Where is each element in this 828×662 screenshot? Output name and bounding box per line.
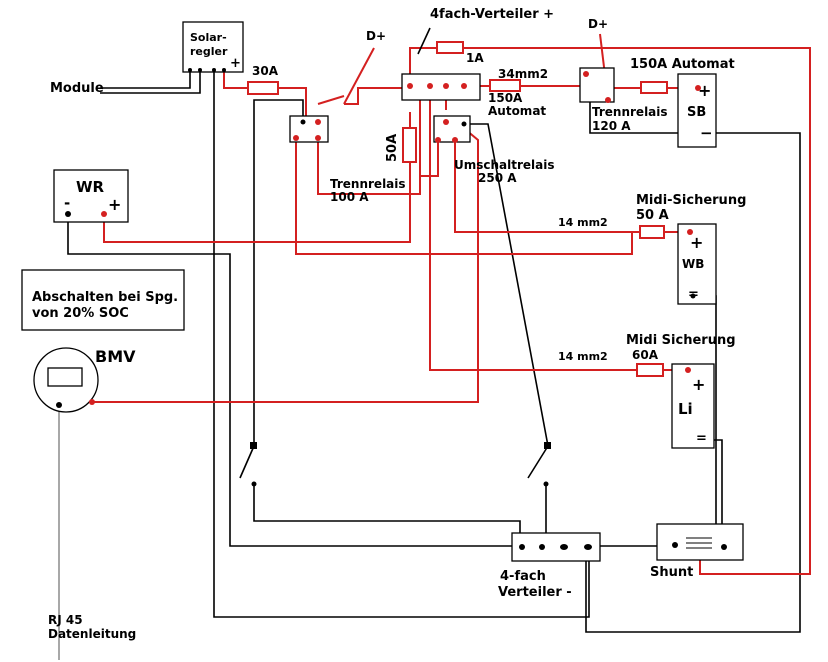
svg-text:120 A: 120 A xyxy=(592,119,631,133)
svg-text:14 mm2: 14 mm2 xyxy=(558,350,608,363)
inverter-wr: WR - + xyxy=(53,169,129,223)
svg-text:34mm2: 34mm2 xyxy=(498,67,548,81)
svg-text:WR: WR xyxy=(76,178,105,196)
d-plus-label-1: D+ xyxy=(366,29,386,43)
svg-text:Midi-Sicherung: Midi-Sicherung xyxy=(636,193,746,208)
d-plus-label-2: D+ xyxy=(588,17,608,31)
svg-text:regler: regler xyxy=(190,45,228,58)
svg-text:1A: 1A xyxy=(466,51,484,65)
svg-text:von 20% SOC: von 20% SOC xyxy=(32,306,129,321)
distribution-block-minus: 4-fach Verteiler - xyxy=(498,532,601,600)
solar-regulator: Solar- regler + xyxy=(182,21,244,73)
svg-text:+: + xyxy=(690,233,703,252)
svg-text:Midi Sicherung: Midi Sicherung xyxy=(626,333,736,348)
svg-text:50A: 50A xyxy=(385,134,400,162)
svg-text:+: + xyxy=(692,375,705,394)
svg-text:100 A: 100 A xyxy=(330,190,369,204)
svg-text:30A: 30A xyxy=(252,64,279,78)
svg-text:Abschalten bei Spg.: Abschalten bei Spg. xyxy=(32,290,178,305)
data-line-label: Datenleitung xyxy=(48,627,136,641)
svg-text:Li: Li xyxy=(678,400,693,418)
svg-text:SB: SB xyxy=(687,105,706,120)
svg-text:250 A: 250 A xyxy=(478,171,517,185)
shunt: Shunt xyxy=(650,523,744,580)
fuse-50a: 50A xyxy=(385,127,417,163)
svg-text:-: - xyxy=(64,194,70,212)
svg-text:+: + xyxy=(108,195,121,214)
rj45-label: RJ 45 xyxy=(48,613,83,627)
svg-text:−: − xyxy=(700,124,713,142)
svg-text:Automat: Automat xyxy=(488,104,546,118)
svg-text:4fach-Verteiler +: 4fach-Verteiler + xyxy=(430,7,554,22)
changeover-relay-250a: Umschaltrelais 250 A xyxy=(433,115,555,185)
fuse-30a: 30A xyxy=(247,64,279,95)
breaker-150a-1: 34mm2 150A Automat xyxy=(488,67,548,118)
breaker-150a-2: 150A Automat xyxy=(630,57,735,94)
bmv-monitor: BMV xyxy=(33,347,136,413)
svg-text:4-fach: 4-fach xyxy=(500,569,546,584)
battery-li: + Li = xyxy=(671,363,715,449)
svg-text:=: = xyxy=(696,431,707,446)
svg-text:60A: 60A xyxy=(632,348,659,362)
battery-wb: + WB = xyxy=(677,223,717,305)
svg-text:BMV: BMV xyxy=(95,347,136,366)
distribution-block-plus: 4fach-Verteiler + xyxy=(401,7,554,101)
svg-text:Solar-: Solar- xyxy=(190,31,227,44)
svg-text:14 mm2: 14 mm2 xyxy=(558,216,608,229)
module-label: Module xyxy=(50,81,104,96)
svg-text:Shunt: Shunt xyxy=(650,565,693,580)
svg-text:150A: 150A xyxy=(488,91,523,105)
svg-text:+: + xyxy=(698,81,711,100)
note-box: Abschalten bei Spg. von 20% SOC xyxy=(21,269,185,331)
isolation-relay-120a: Trennrelais 120 A xyxy=(579,67,668,133)
svg-text:Trennrelais: Trennrelais xyxy=(592,105,668,119)
isolation-relay-100a: Trennrelais 100 A xyxy=(289,115,406,204)
svg-text:WB: WB xyxy=(682,257,704,271)
midi-fuse-50a: Midi-Sicherung 50 A 14 mm2 xyxy=(558,193,746,239)
midi-fuse-60a: Midi Sicherung 60A 14 mm2 xyxy=(558,333,736,377)
svg-text:150A Automat: 150A Automat xyxy=(630,57,735,72)
svg-text:Umschaltrelais: Umschaltrelais xyxy=(454,158,555,172)
svg-text:Trennrelais: Trennrelais xyxy=(330,177,406,191)
svg-text:50 A: 50 A xyxy=(636,208,669,223)
svg-text:+: + xyxy=(230,56,241,71)
battery-sb: + SB − xyxy=(677,73,717,148)
svg-text:Verteiler -: Verteiler - xyxy=(498,585,572,600)
fuse-1a: 1A xyxy=(436,41,484,65)
